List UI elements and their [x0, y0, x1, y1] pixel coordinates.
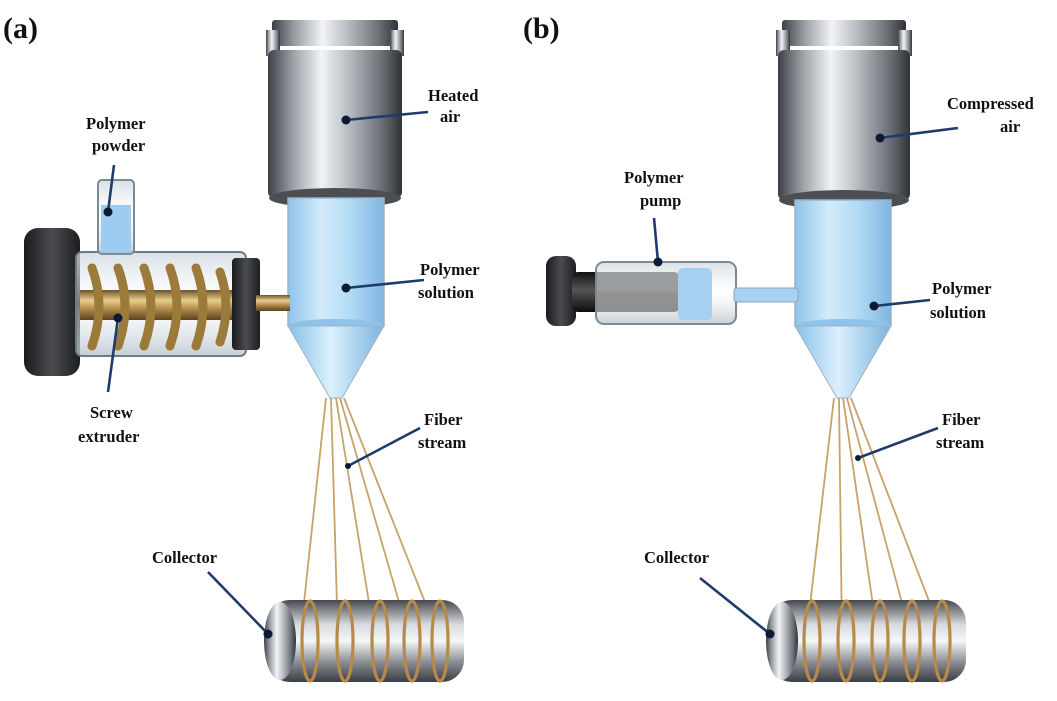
label-heated: Heated [428, 86, 478, 105]
compressed-air-cylinder [776, 20, 912, 210]
label-polymer-solution-b-2: solution [930, 303, 986, 322]
solution-reservoir-b [794, 199, 892, 399]
label-fiber-stream-b-1: Fiber [942, 410, 981, 429]
fiber-stream-lines-b [805, 397, 945, 641]
solution-reservoir [287, 197, 385, 399]
panel-a: (a) [3, 12, 480, 683]
label-polymer-powder-2: powder [92, 136, 145, 155]
syringe-pump [546, 256, 799, 326]
label-screw-extruder-1: Screw [90, 403, 133, 422]
label-collector-b: Collector [644, 548, 709, 567]
label-fiber-stream-1: Fiber [424, 410, 463, 429]
fiber-stream-lines [299, 397, 441, 641]
heater-cylinder [266, 20, 404, 208]
label-fiber-stream-b-2: stream [936, 433, 985, 452]
label-polymer-solution-1: Polymer [420, 260, 480, 279]
label-compressed: Compressed [947, 94, 1034, 113]
label-fiber-stream-2: stream [418, 433, 467, 452]
label-polymer-solution-b-1: Polymer [932, 279, 992, 298]
screw-extruder-body [24, 179, 290, 376]
label-screw-extruder-2: extruder [78, 427, 139, 446]
label-polymer-powder-1: Polymer [86, 114, 146, 133]
collector-drum [264, 599, 464, 683]
panel-b: (b) [523, 12, 1034, 683]
panel-b-leaders [652, 126, 959, 639]
panel-a-label: (a) [3, 12, 38, 45]
panel-b-label: (b) [523, 12, 560, 45]
label-polymer-pump-2: pump [640, 191, 681, 210]
label-polymer-pump-1: Polymer [624, 168, 684, 187]
label-air: air [440, 107, 460, 126]
label-compressed-air: air [1000, 117, 1020, 136]
collector-drum-b [766, 599, 966, 683]
label-polymer-solution-2: solution [418, 283, 474, 302]
label-collector: Collector [152, 548, 217, 567]
panel-a-leaders [103, 110, 429, 639]
